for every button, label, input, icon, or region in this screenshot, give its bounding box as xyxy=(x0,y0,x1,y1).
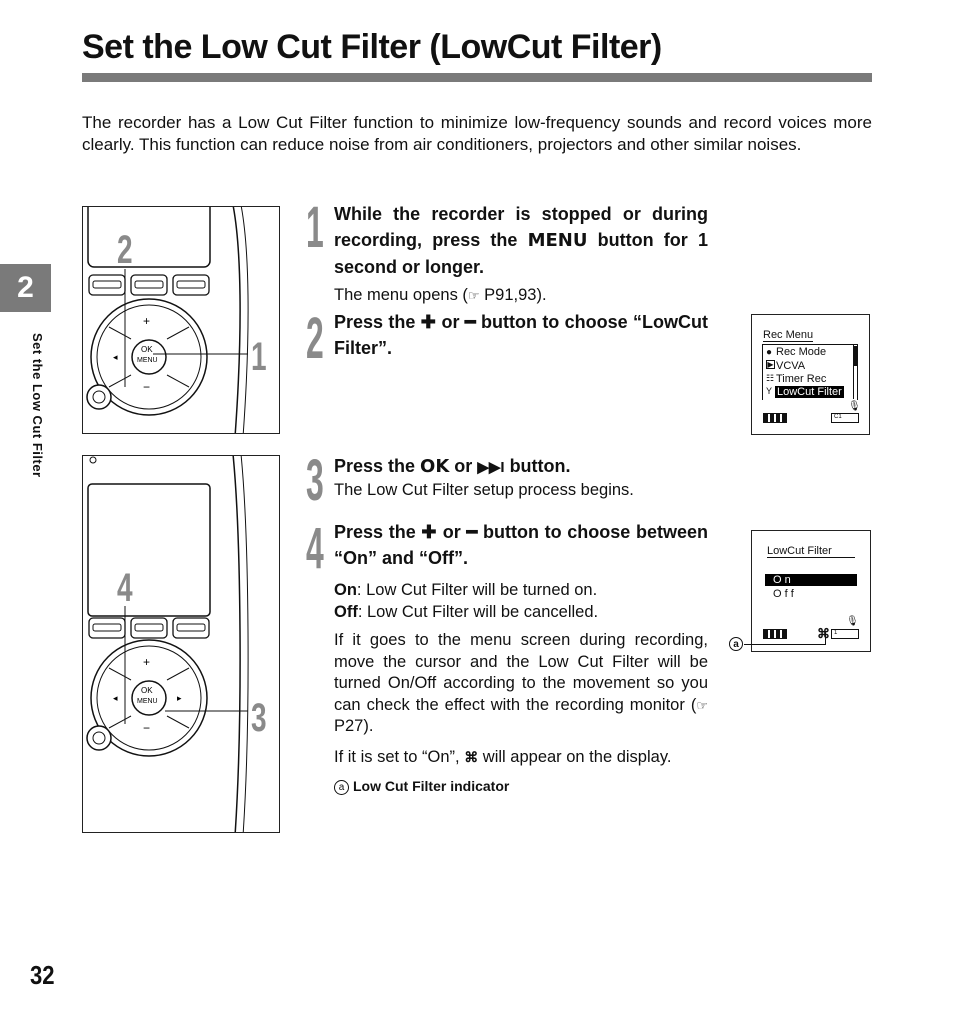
lowcut-icon: ⌘ xyxy=(817,626,830,641)
menu-label: MENU xyxy=(137,698,158,705)
reference-icon: ☞ xyxy=(696,697,708,713)
svg-text:−: − xyxy=(143,380,150,394)
plus-key-icon: ✚ xyxy=(421,522,438,542)
recorder-illustration-2: OK MENU + − ◂ ▸ 4 3 xyxy=(82,455,280,833)
step-4-note: If it is set to “On”, ⌘ will appear on t… xyxy=(334,748,672,766)
caption-marker: a xyxy=(334,780,349,795)
step-4-off-line: Off: Low Cut Filter will be cancelled. xyxy=(334,603,599,621)
reference-icon: ☞ xyxy=(467,288,480,303)
lcd-option: O f f xyxy=(773,588,794,600)
recorder-illustration-1: OK MENU + − ◂ 2 1 xyxy=(82,206,280,434)
battery-icon xyxy=(763,629,787,639)
forward-key-icon: ▶▶I xyxy=(477,459,505,476)
svg-text:+: + xyxy=(143,314,150,328)
battery-icon xyxy=(763,413,787,423)
minus-key-icon: ━ xyxy=(464,312,476,332)
side-section-label: Set the Low Cut Filter xyxy=(30,333,45,478)
step-4-paragraph: If it goes to the menu screen during rec… xyxy=(334,631,708,735)
memory-icon: 1 xyxy=(831,629,859,639)
step-number-1: 1 xyxy=(306,195,324,260)
lcd-header: LowCut Filter xyxy=(767,545,855,558)
lcd-rec-menu: Rec Menu ● Rec Mode ▶ VCVA ☷ Timer Rec Y… xyxy=(751,314,870,435)
lcd-lowcut-filter: LowCut Filter O n O f f ⌘ 🎙 1 xyxy=(751,530,871,652)
lcd-header: Rec Menu xyxy=(763,329,814,342)
lcd-menu-item-icon: ● xyxy=(766,347,773,358)
lcd-option-selected: O n xyxy=(765,574,857,586)
figure1-callout-1: 1 xyxy=(251,335,267,379)
step-number-2: 2 xyxy=(306,306,324,371)
plus-key-icon: ✚ xyxy=(420,312,437,332)
lcd-menu-item-selected: LowCut Filter xyxy=(775,386,844,398)
page-title: Set the Low Cut Filter (LowCut Filter) xyxy=(82,28,662,66)
svg-text:−: − xyxy=(143,721,150,735)
svg-text:+: + xyxy=(143,655,150,669)
mic-signal-icon: 🎙 xyxy=(846,616,859,627)
lcd-menu-item: Rec Mode xyxy=(776,346,827,358)
svg-text:◂: ◂ xyxy=(113,693,118,703)
figure1-callout-2: 2 xyxy=(117,228,133,272)
lowcut-icon: ⌘ xyxy=(464,749,479,765)
step-number-4: 4 xyxy=(306,516,324,581)
intro-paragraph: The recorder has a Low Cut Filter functi… xyxy=(82,113,872,154)
svg-text:▸: ▸ xyxy=(177,693,182,703)
mic-signal-icon: 🎙 xyxy=(848,401,861,412)
recorder-drawing: OK MENU + − ◂ 2 1 xyxy=(86,207,267,433)
step-4-heading: Press the ✚ or ━ button to choose betwee… xyxy=(334,522,708,568)
step-2-heading: Press the ✚ or ━ button to choose “LowCu… xyxy=(334,312,708,358)
ok-label: OK xyxy=(141,345,153,354)
memory-icon: C1 xyxy=(831,413,859,423)
ok-key-label: OK xyxy=(420,456,450,477)
recorder-drawing: OK MENU + − ◂ ▸ 4 3 xyxy=(86,456,267,832)
chapter-tab: 2 xyxy=(0,264,51,312)
step-3-heading: Press the OK or ▶▶I button. xyxy=(334,456,571,477)
page-number: 32 xyxy=(30,960,55,990)
title-underline xyxy=(82,73,872,82)
step-3-body: The Low Cut Filter setup process begins. xyxy=(334,481,634,499)
ok-label: OK xyxy=(141,686,153,695)
figure2-callout-4: 4 xyxy=(117,566,133,610)
step-1-heading: While the recorder is stopped or during … xyxy=(334,204,708,277)
step-4-on-line: On: Low Cut Filter will be turned on. xyxy=(334,581,598,599)
svg-text:◂: ◂ xyxy=(113,352,118,362)
menu-label: MENU xyxy=(137,357,158,364)
lcd-menu-item: Timer Rec xyxy=(776,373,827,385)
indicator-leader-line xyxy=(825,632,826,645)
menu-key-label: MENU xyxy=(527,230,588,251)
step-1-body: The menu opens (☞ P91,93). xyxy=(334,286,547,304)
indicator-marker: a xyxy=(729,637,743,651)
indicator-leader-line xyxy=(744,644,826,645)
step-number-3: 3 xyxy=(306,448,324,513)
figure2-callout-3: 3 xyxy=(251,696,267,740)
lcd-menu-item: VCVA xyxy=(776,360,806,372)
minus-key-icon: ━ xyxy=(466,522,478,542)
